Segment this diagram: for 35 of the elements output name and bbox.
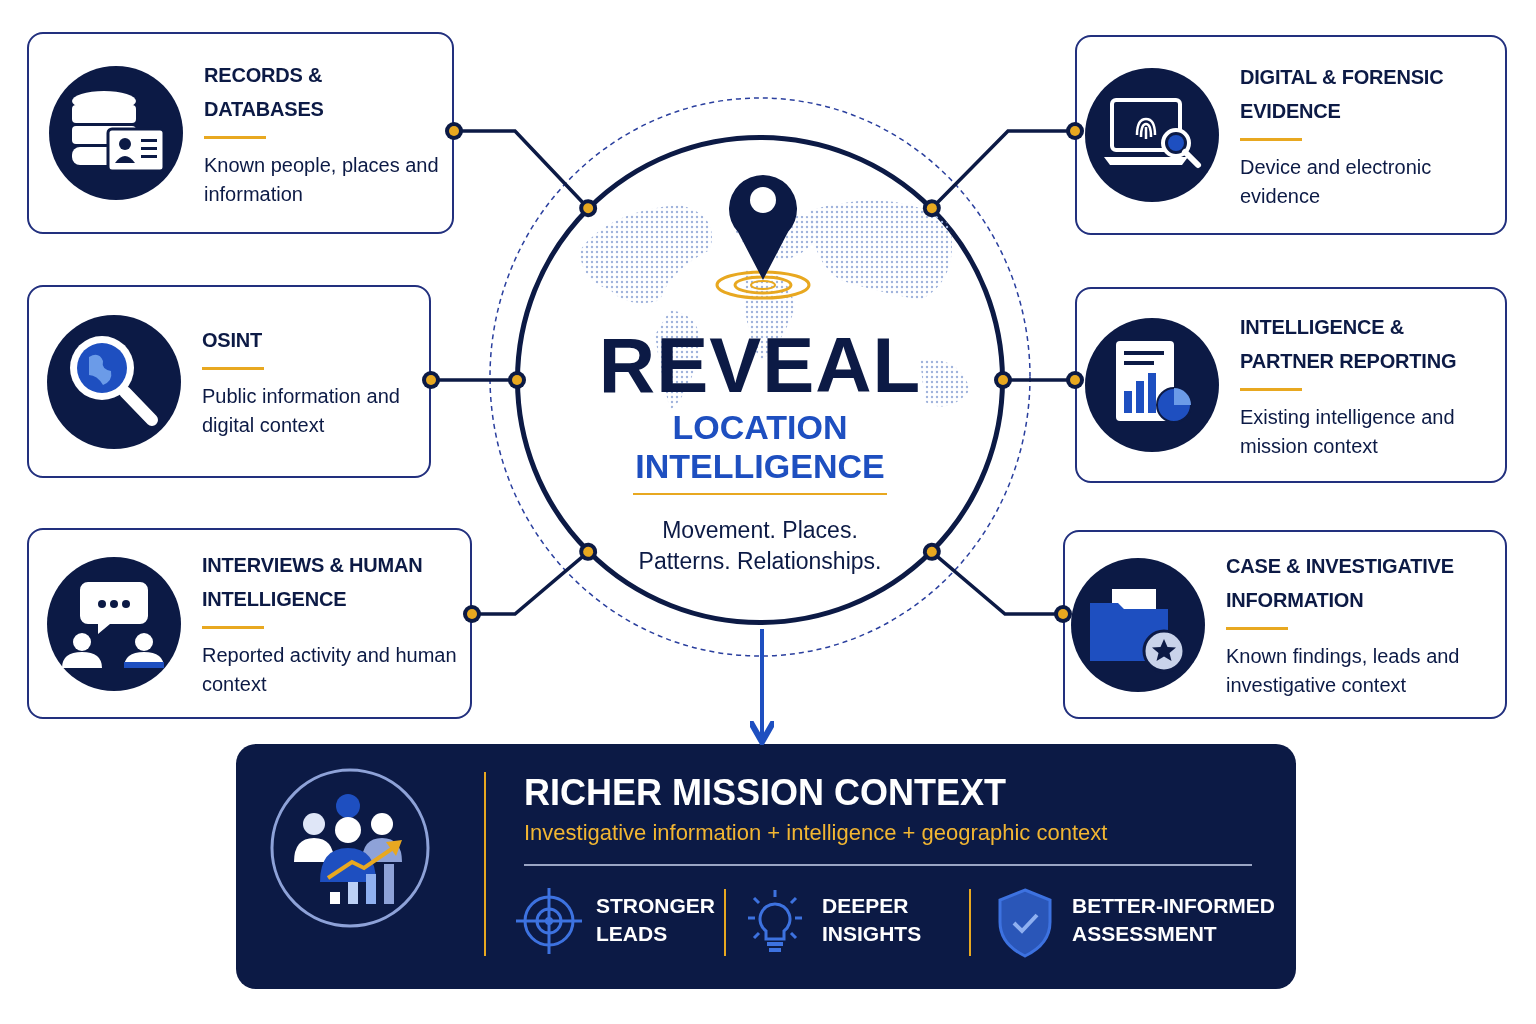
card-description: Public information and digital context bbox=[202, 384, 401, 438]
hub-tagline: Movement. Places. Patterns. Relationships. bbox=[637, 516, 883, 576]
card-heading: CASE & INVESTIGATIVE INFORMATION bbox=[1226, 554, 1455, 613]
card-heading: INTELLIGENCE & PARTNER REPORTING bbox=[1240, 314, 1458, 374]
card-description: Reported activity and human context bbox=[202, 643, 458, 697]
card-description: Existing intelligence and mission context bbox=[1240, 404, 1456, 459]
source-card bbox=[1075, 35, 1507, 235]
card-description: Device and electronic evidence bbox=[1240, 154, 1433, 209]
source-card bbox=[27, 32, 454, 234]
benefit-label: DEEPER INSIGHTS bbox=[822, 893, 923, 947]
card-heading: RECORDS & DATABASES bbox=[204, 62, 325, 122]
panel-heading: RICHER MISSION CONTEXT bbox=[524, 772, 1008, 814]
card-heading: INTERVIEWS & HUMAN INTELLIGENCE bbox=[202, 553, 424, 612]
connector-line bbox=[463, 542, 598, 623]
connector-line bbox=[422, 371, 526, 389]
source-card bbox=[1063, 530, 1507, 719]
card-heading: OSINT bbox=[202, 328, 264, 353]
source-card bbox=[27, 528, 472, 719]
hub-subtitle: LOCATION INTELLIGENCE bbox=[634, 408, 886, 486]
hub-title: REVEAL bbox=[597, 320, 923, 410]
card-heading: DIGITAL & FORENSIC EVIDENCE bbox=[1240, 64, 1445, 124]
panel-subtitle: Investigative information + intelligence + geographic context bbox=[524, 820, 1109, 846]
source-card bbox=[27, 285, 431, 478]
source-card bbox=[1075, 287, 1507, 483]
card-description: Known people, places and information bbox=[204, 152, 440, 207]
benefit-label: STRONGER LEADS bbox=[596, 893, 714, 947]
arrow bbox=[747, 629, 777, 745]
card-description: Known findings, leads and investigative context bbox=[1226, 644, 1461, 698]
connector-line bbox=[922, 542, 1072, 623]
summary-panel bbox=[236, 744, 1296, 989]
connector-line bbox=[445, 122, 598, 218]
hub-circle bbox=[515, 135, 1005, 625]
connector-line bbox=[922, 122, 1084, 218]
connector-line bbox=[994, 371, 1084, 389]
benefit-label: BETTER-INFORMED ASSESSMENT bbox=[1072, 893, 1276, 947]
